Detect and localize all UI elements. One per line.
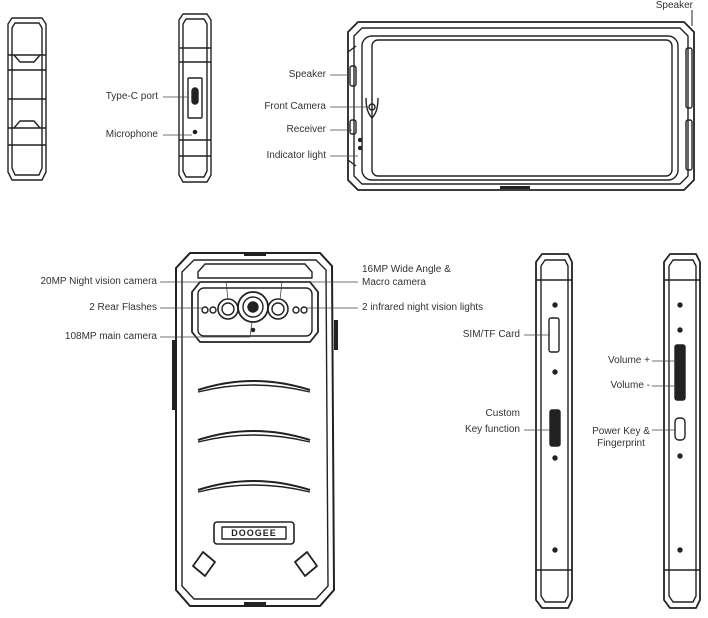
back-view <box>172 252 338 607</box>
label-front-camera: Front Camera <box>264 101 326 112</box>
label-wide-angle-line2: Macro camera <box>362 277 426 288</box>
label-volume-down: Volume - <box>610 380 650 391</box>
side-view-port <box>178 13 212 183</box>
side-view-right-2 <box>663 253 701 609</box>
label-custom-key-line2: Key function <box>464 424 520 435</box>
label-power-key-line2: Fingerprint <box>597 438 645 449</box>
label-indicator-light: Indicator light <box>266 150 326 161</box>
label-main-camera: 108MP main camera <box>64 331 157 342</box>
label-rear-flashes: 2 Rear Flashes <box>89 302 157 313</box>
label-speaker: Speaker <box>288 69 326 80</box>
label-volume-up: Volume + <box>608 355 650 366</box>
label-speaker-top: Speaker <box>655 0 693 11</box>
side-view-left-1 <box>7 17 47 181</box>
label-microphone: Microphone <box>105 129 158 140</box>
label-night-vision-camera: 20MP Night vision camera <box>40 276 157 287</box>
front-view <box>347 10 695 191</box>
label-custom-key-line1: Custom <box>485 408 520 419</box>
side-view-right-1 <box>535 253 573 609</box>
label-receiver: Receiver <box>286 124 326 135</box>
label-sim-card: SIM/TF Card <box>462 329 520 340</box>
label-type-c-port: Type-C port <box>105 91 158 102</box>
leader-lines <box>160 74 676 431</box>
label-wide-angle-line1: 16MP Wide Angle & <box>362 264 451 275</box>
label-power-key-line1: Power Key & <box>592 426 650 437</box>
brand-logo: DOOGEE <box>231 528 277 538</box>
label-infrared-lights: 2 infrared night vision lights <box>362 302 484 313</box>
